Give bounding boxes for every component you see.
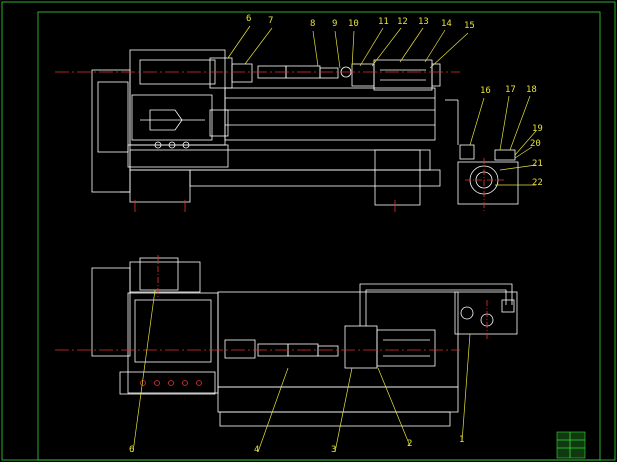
plan-view <box>55 255 518 427</box>
callout-leaders <box>132 25 537 453</box>
front-elevation-view <box>55 49 519 212</box>
title-block <box>556 431 586 459</box>
